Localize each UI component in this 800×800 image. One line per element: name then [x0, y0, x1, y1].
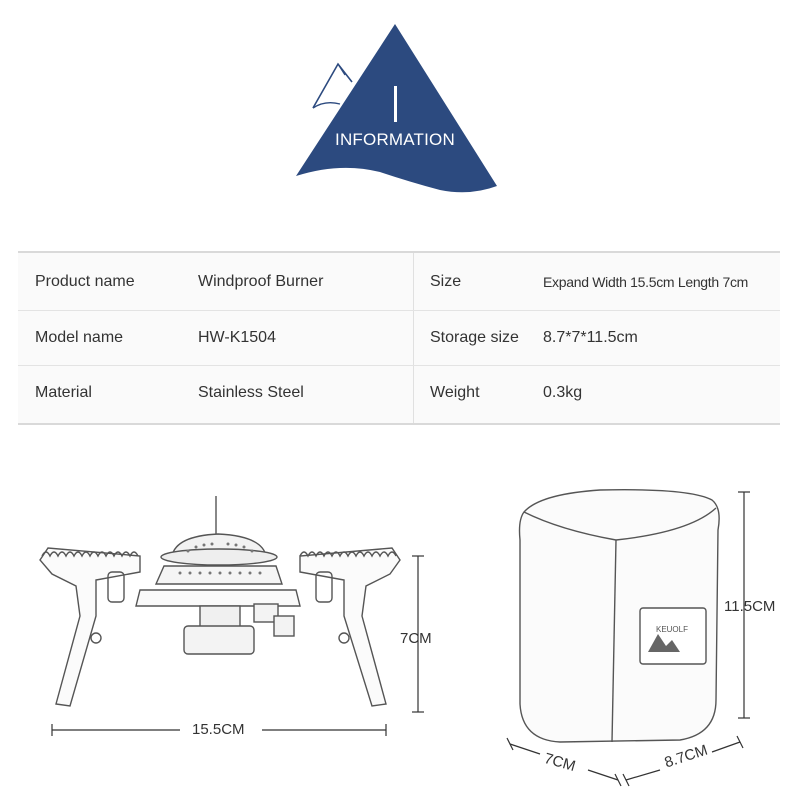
burner-width-dimension [51, 724, 387, 736]
spec-table: Product name Windproof Burner Size Expan… [18, 251, 780, 425]
spec-label: Material [35, 384, 92, 401]
spec-value: 0.3kg [543, 384, 583, 401]
info-header: INFORMATION [0, 0, 800, 210]
spec-label: Product name [35, 273, 135, 290]
case-height-label: 11.5CM [724, 598, 776, 615]
burner-height-dimension [412, 555, 424, 713]
case-width-dimension [622, 735, 744, 787]
storage-case-icon [518, 489, 720, 743]
spec-value: HW-K1504 [198, 329, 276, 346]
burner-height-label: 7CM [400, 630, 432, 647]
spec-value: Expand Width 15.5cm Length 7cm [543, 274, 749, 290]
spec-label: Size [430, 273, 462, 290]
case-logo-text: KEUOLF [656, 625, 688, 634]
spec-value: Windproof Burner [198, 273, 324, 290]
case-height-dimension [738, 491, 750, 719]
spec-column-divider [413, 253, 414, 423]
spec-value: Stainless Steel [198, 384, 304, 401]
spec-label: Model name [35, 329, 124, 346]
spec-row-model: Model name HW-K1504 Storage size 8.7*7*1… [18, 310, 780, 365]
spec-label: Weight [430, 384, 480, 401]
spec-label: Storage size [430, 329, 519, 346]
burner-width-label: 15.5CM [192, 721, 245, 738]
stove-drawing-icon [39, 496, 401, 707]
header-divider-mark [394, 86, 397, 122]
header-title: INFORMATION [335, 130, 455, 149]
case-depth-dimension [506, 737, 622, 787]
spec-row-material: Material Stainless Steel Weight 0.3kg [18, 365, 780, 420]
spec-value: 8.7*7*11.5cm [543, 329, 638, 346]
spec-row-product: Product name Windproof Burner Size Expan… [18, 255, 780, 309]
